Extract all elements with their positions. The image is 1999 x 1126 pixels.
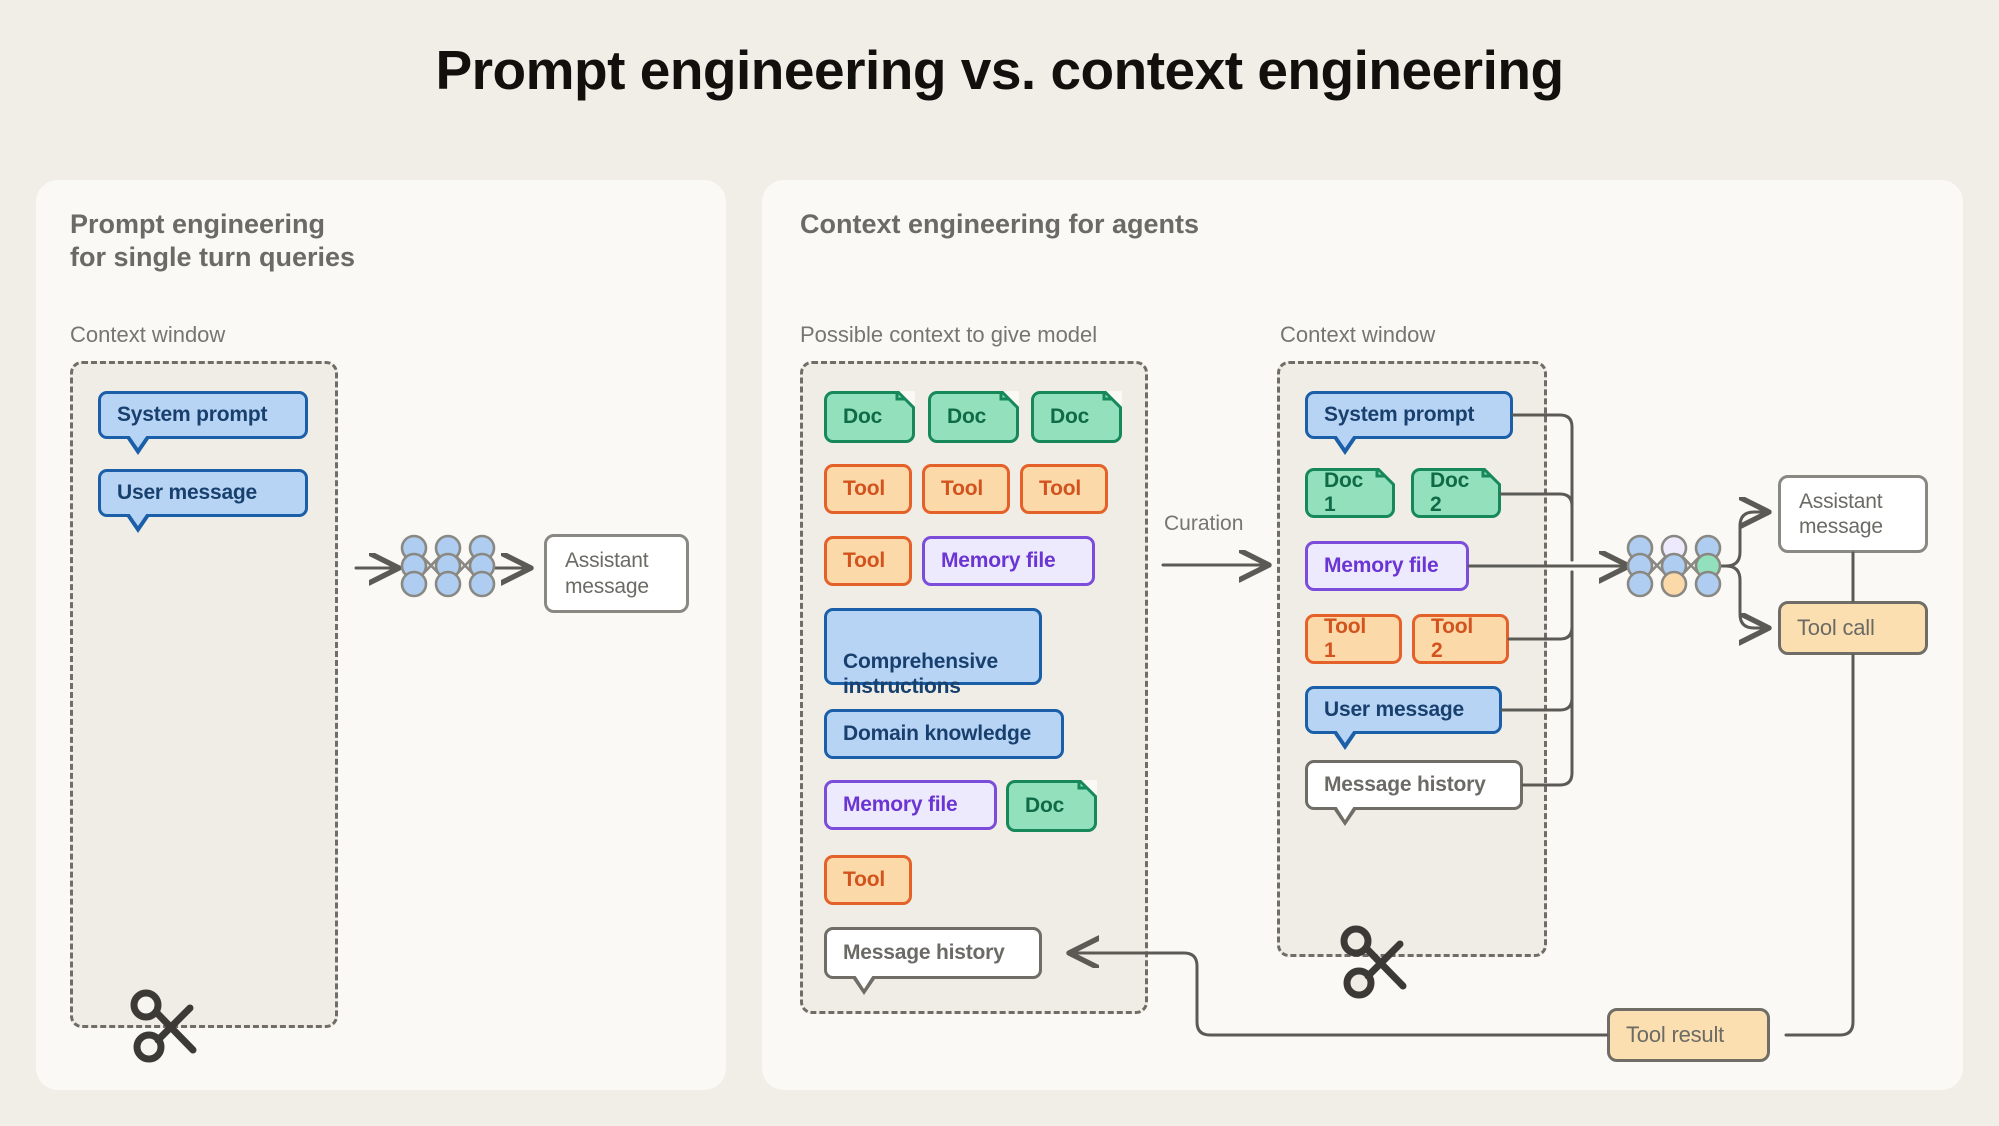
chip-label: System prompt — [1324, 403, 1475, 426]
chip-label: Doc — [1050, 405, 1090, 428]
box-label: Assistant message — [565, 549, 649, 598]
chip-label: Comprehensive instructions — [843, 650, 998, 699]
chip-tool[interactable]: Tool — [824, 464, 912, 514]
chip-label: Tool — [843, 549, 885, 572]
chip-tool-1[interactable]: Tool 1 — [1305, 614, 1402, 664]
chip-memory-file[interactable]: Memory file — [922, 536, 1095, 586]
chip-memory-file[interactable]: Memory file — [1305, 541, 1469, 591]
chip-label: User message — [1324, 698, 1465, 721]
box-label: Assistant message — [1799, 489, 1883, 538]
chip-label: Domain knowledge — [843, 722, 1032, 745]
doc-fold-icon — [999, 391, 1019, 411]
chip-label: System prompt — [117, 403, 268, 426]
chip-label: Tool — [843, 477, 885, 500]
chip-tool[interactable]: Tool — [922, 464, 1010, 514]
possible-context-label: Possible context to give model — [800, 322, 1098, 347]
doc-fold-icon — [1077, 780, 1097, 800]
chip-tool[interactable]: Tool — [824, 855, 912, 905]
chip-message-history[interactable]: Message history — [824, 927, 1042, 995]
chip-label: Message history — [843, 941, 1005, 964]
chip-tool[interactable]: Tool — [824, 536, 912, 586]
tool-result-box[interactable]: Tool result — [1607, 1008, 1770, 1062]
chip-label: Tool — [1039, 477, 1081, 500]
chip-label: Doc — [947, 405, 987, 428]
chip-label: Doc — [843, 405, 883, 428]
chip-label: Tool 2 — [1431, 615, 1473, 662]
chip-doc[interactable]: Doc — [824, 391, 915, 443]
left-context-window — [70, 361, 338, 1028]
left-context-window-label: Context window — [70, 322, 226, 347]
right-panel-heading: Context engineering for agents — [800, 209, 1200, 239]
doc-fold-icon — [1102, 391, 1122, 411]
chip-label: Message history — [1324, 773, 1486, 796]
chip-system-prompt[interactable]: System prompt — [98, 391, 308, 455]
chip-tool-2[interactable]: Tool 2 — [1412, 614, 1509, 664]
left-panel-heading: Prompt engineering for single turn queri… — [70, 209, 356, 272]
right-context-window-label: Context window — [1280, 322, 1436, 347]
chip-user-message[interactable]: User message — [98, 469, 308, 533]
chip-label: Tool — [843, 868, 885, 891]
chip-message-history[interactable]: Message history — [1305, 760, 1523, 826]
chip-system-prompt[interactable]: System prompt — [1305, 391, 1513, 455]
chip-doc-1[interactable]: Doc 1 — [1305, 468, 1395, 518]
chip-label: Doc — [1025, 794, 1065, 817]
chip-label: Doc 1 — [1324, 469, 1364, 516]
chip-label: User message — [117, 481, 258, 504]
chip-doc-2[interactable]: Doc 2 — [1411, 468, 1501, 518]
chip-label: Memory file — [843, 793, 958, 816]
chip-doc[interactable]: Doc — [1031, 391, 1122, 443]
chip-label: Tool — [941, 477, 983, 500]
chip-domain-knowledge[interactable]: Domain knowledge — [824, 709, 1064, 759]
chip-user-message[interactable]: User message — [1305, 686, 1502, 750]
chip-comprehensive-instructions[interactable]: Comprehensive instructions — [824, 608, 1042, 698]
chip-label: Memory file — [1324, 554, 1439, 577]
left-assistant-message-box[interactable]: Assistant message — [544, 534, 689, 613]
chip-memory-file[interactable]: Memory file — [824, 780, 997, 830]
assistant-message-box[interactable]: Assistant message — [1778, 475, 1928, 553]
chip-label: Tool 1 — [1324, 615, 1366, 662]
chip-doc[interactable]: Doc — [1006, 780, 1097, 832]
tool-call-box[interactable]: Tool call — [1778, 601, 1928, 655]
curation-label: Curation — [1164, 512, 1244, 535]
chip-doc[interactable]: Doc — [928, 391, 1019, 443]
page-title: Prompt engineering vs. context engineeri… — [435, 39, 1564, 101]
doc-fold-icon — [895, 391, 915, 411]
box-label: Tool result — [1626, 1022, 1725, 1047]
chip-tool[interactable]: Tool — [1020, 464, 1108, 514]
chip-label: Doc 2 — [1430, 469, 1470, 516]
chip-label: Memory file — [941, 549, 1056, 572]
box-label: Tool call — [1797, 615, 1875, 640]
